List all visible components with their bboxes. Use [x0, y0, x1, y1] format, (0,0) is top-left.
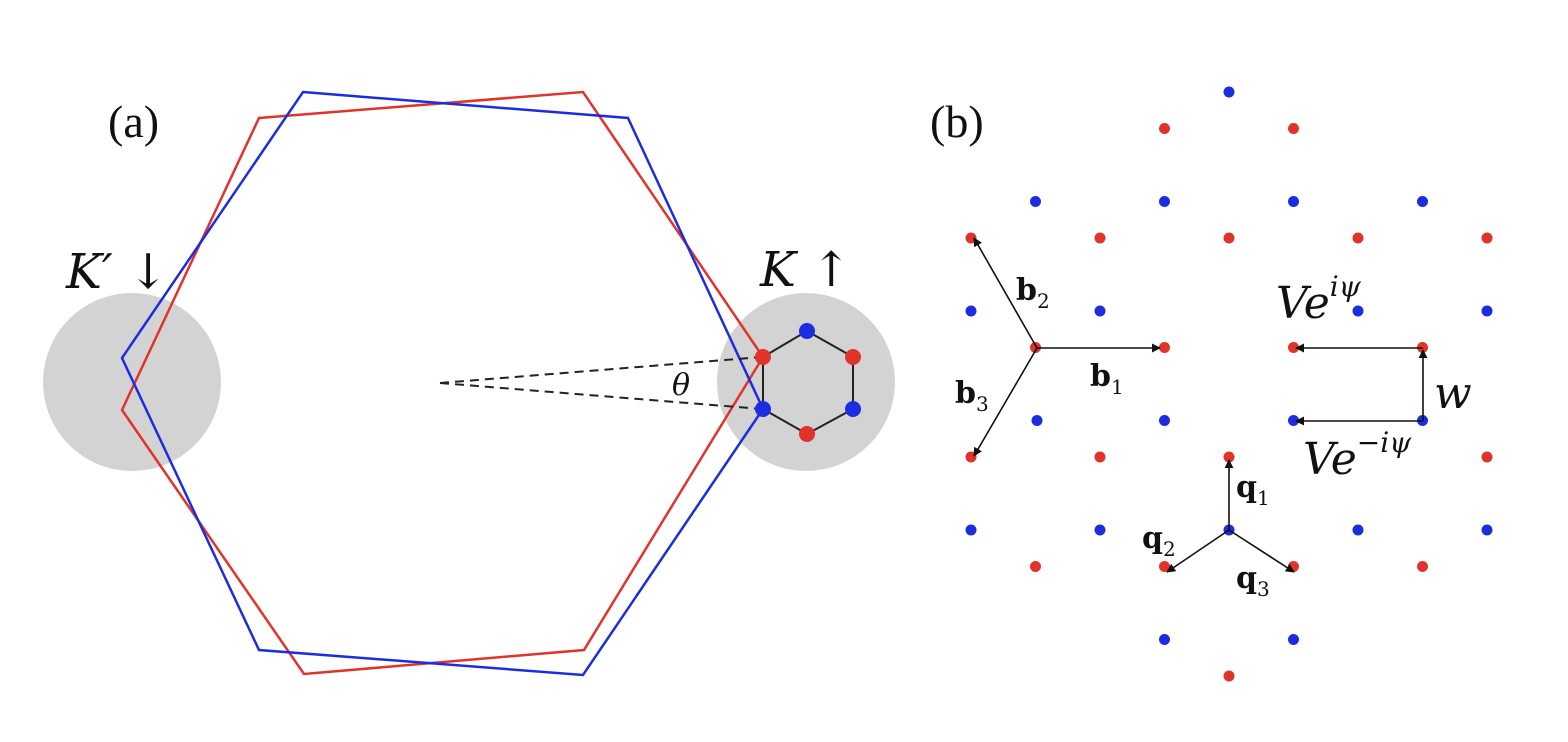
lattice-site-blue — [1030, 196, 1041, 207]
lattice-site-red — [1481, 232, 1493, 244]
q3-arrow — [1228, 529, 1295, 573]
valley-k-label: K ↑ — [759, 242, 851, 298]
lattice-site-red — [1417, 561, 1428, 572]
hop-top-label: Veiψ — [1276, 270, 1362, 329]
lattice-site-red — [1159, 342, 1170, 353]
lattice-site-red — [1159, 123, 1170, 134]
lattice-site-blue — [1094, 305, 1106, 317]
lattice-site-blue — [1159, 196, 1170, 207]
mini-site-blue — [755, 401, 771, 417]
lattice-site-red — [1030, 342, 1041, 353]
hop-vertical-label: w — [1434, 368, 1472, 419]
lattice-site-red — [1223, 232, 1235, 244]
mini-site-blue — [845, 401, 861, 417]
angle-dashed-line-bottom — [439, 382, 763, 410]
brillouin-zone-blue — [120, 90, 765, 677]
lattice-site-red — [1288, 561, 1299, 572]
lattice-site-blue — [1481, 305, 1493, 317]
lattice-site-blue — [1159, 634, 1170, 645]
lattice-site-blue — [1159, 415, 1170, 426]
brillouin-zone-red — [120, 90, 765, 676]
lattice-site-red — [1030, 561, 1041, 572]
b1-label: b1 — [1090, 359, 1124, 399]
lattice-site-blue — [1288, 634, 1299, 645]
panel-b-label: (b) — [930, 96, 984, 147]
lattice-site-red — [1481, 451, 1493, 463]
lattice-site-blue — [1288, 196, 1299, 207]
mini-site-blue — [799, 323, 815, 339]
lattice-site-blue — [1352, 524, 1364, 536]
b2-label: b2 — [1016, 273, 1050, 313]
lattice-site-blue — [1417, 196, 1428, 207]
mini-site-red — [755, 349, 771, 365]
q2-label: q2 — [1142, 521, 1176, 561]
lattice-site-red — [1094, 451, 1106, 463]
b2-arrow — [973, 237, 1038, 349]
lattice-site-blue — [1481, 524, 1493, 536]
q2-arrow — [1166, 529, 1230, 573]
valley-k-prime-label: K′ ↓ — [65, 244, 168, 300]
momentum-lattice — [965, 86, 1493, 682]
lattice-site-blue — [1031, 415, 1043, 426]
panel-b: (b) b1 b2 b3 q1 q2 q3 Veiψ Ve−iψ w — [930, 86, 1493, 682]
panel-a-label: (a) — [108, 96, 159, 147]
b3-arrow — [973, 347, 1038, 457]
valley-disk-k — [717, 293, 895, 471]
mini-site-red — [845, 349, 861, 365]
panel-a: (a) θ K′ ↓ K ↑ — [43, 90, 895, 677]
lattice-site-blue — [1352, 305, 1364, 317]
q3-label: q3 — [1236, 561, 1270, 601]
angle-theta-label: θ — [672, 368, 690, 403]
lattice-site-red — [1288, 123, 1299, 134]
q1-label: q1 — [1236, 470, 1270, 510]
angle-dashed-line-top — [439, 356, 763, 384]
b3-label: b3 — [955, 376, 989, 416]
lattice-site-red — [1094, 232, 1106, 244]
lattice-site-blue — [1094, 524, 1106, 536]
hop-bottom-label: Ve−iψ — [1303, 426, 1412, 485]
lattice-site-blue — [965, 305, 977, 317]
lattice-site-red — [1352, 232, 1364, 244]
lattice-site-blue — [965, 524, 977, 536]
lattice-site-red — [1223, 670, 1235, 682]
mini-site-red — [799, 426, 815, 442]
lattice-site-blue — [1223, 86, 1235, 98]
